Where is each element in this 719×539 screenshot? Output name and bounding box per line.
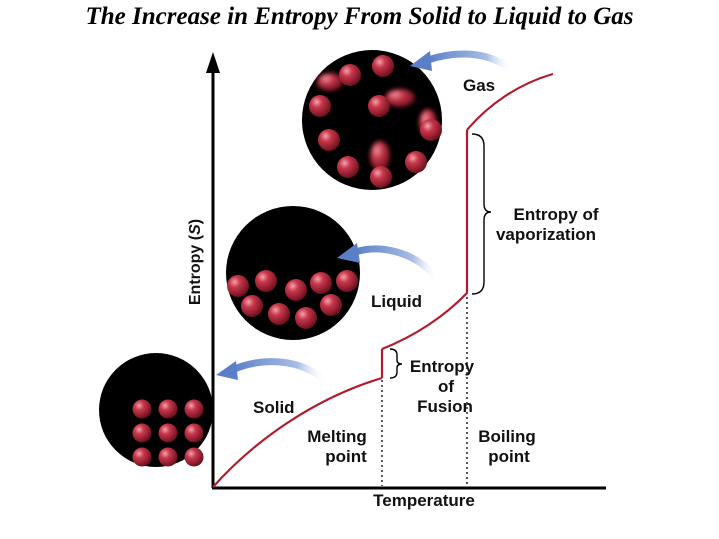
liquid-particles <box>227 270 358 329</box>
entropy-of-fusion-label: Entropy of Fusion <box>410 357 475 416</box>
entropy-curve <box>212 72 554 488</box>
svg-text:Melting: Melting <box>307 427 367 446</box>
vaporization-bracket <box>471 133 492 295</box>
liquid-label: Liquid <box>371 292 422 311</box>
svg-text:point: point <box>488 447 530 466</box>
svg-text:of: of <box>438 377 454 396</box>
svg-text:Entropy: Entropy <box>410 357 475 376</box>
svg-text:point: point <box>325 447 367 466</box>
solid-particle-grid <box>132 399 204 467</box>
solid-arrowhead <box>216 361 238 380</box>
svg-text:Entropy of: Entropy of <box>514 205 599 224</box>
solid-particles-illustration <box>99 353 330 467</box>
solid-segment <box>212 376 383 488</box>
y-axis-label: Entropy (S) <box>187 219 204 305</box>
svg-text:Fusion: Fusion <box>417 397 473 416</box>
gas-label: Gas <box>463 76 495 95</box>
liquid-segment <box>381 292 468 351</box>
y-axis <box>206 52 220 488</box>
y-axis-arrowhead <box>206 52 220 73</box>
solid-label: Solid <box>253 398 295 417</box>
gas-arrow <box>424 50 516 74</box>
x-axis-label: Temperature <box>373 491 475 510</box>
boiling-point-label: Boiling point <box>478 427 536 466</box>
diagram-title: The Increase in Entropy From Solid to Li… <box>85 3 634 30</box>
gas-particles-illustration <box>302 50 516 190</box>
gas-segment <box>466 72 554 131</box>
melting-point-label: Melting point <box>307 427 367 466</box>
liquid-arrow <box>351 245 442 284</box>
svg-text:vaporization: vaporization <box>496 225 596 244</box>
gas-particles <box>309 55 442 188</box>
solid-arrow <box>228 358 330 385</box>
fusion-bracket <box>389 348 403 379</box>
entropy-of-vaporization-label: Entropy of vaporization <box>496 205 599 244</box>
svg-text:Boiling: Boiling <box>478 427 536 446</box>
gas-arrowhead <box>410 51 432 71</box>
liquid-arrowhead <box>337 243 360 263</box>
liquid-particles-illustration <box>226 206 442 340</box>
